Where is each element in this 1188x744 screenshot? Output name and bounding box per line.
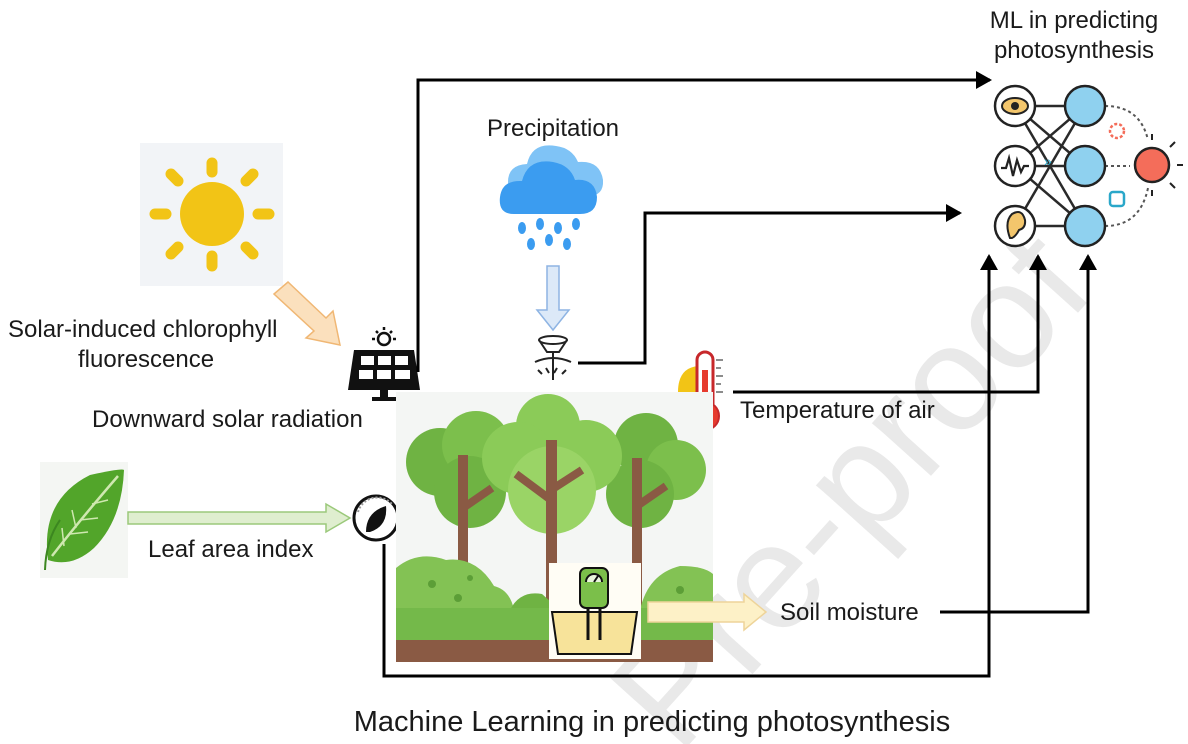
svg-text:»: » <box>1044 153 1052 169</box>
downward-solar-radiation-label: Downward solar radiation <box>92 406 363 433</box>
temperature-to-ml-arrow <box>733 254 1047 394</box>
connector-arrows <box>382 71 1097 678</box>
sun-icon <box>140 143 283 286</box>
ml-title: ML in predicting <box>990 7 1159 34</box>
leaf-icon <box>40 462 128 578</box>
solar-panel-icon <box>348 327 420 401</box>
sif-label-line2: fluorescence <box>78 346 214 373</box>
soil-moisture-arrow <box>647 592 768 632</box>
rain-gauge-icon <box>534 335 572 380</box>
soil-moisture-sensor-icon <box>549 563 641 659</box>
neural-network-icon: » <box>993 84 1183 248</box>
solar-to-ml-arrow <box>416 71 992 372</box>
ml-title-line2: photosynthesis <box>994 37 1154 64</box>
lai-to-ml-arrow <box>382 254 998 678</box>
precipitation-arrow <box>535 265 571 332</box>
leaf-meter-icon <box>352 494 400 542</box>
lai-arrow <box>127 502 352 534</box>
rain-cloud-icon <box>499 145 604 250</box>
lai-label: Leaf area index <box>148 536 313 563</box>
sif-label: Solar-induced chlorophyll <box>8 316 277 343</box>
precipitation-label: Precipitation <box>487 115 619 142</box>
temperature-label: Temperature of air <box>740 397 935 424</box>
soil-moisture-label: Soil moisture <box>780 599 919 626</box>
precipitation-to-ml-arrow <box>578 204 962 365</box>
sif-arrow <box>272 280 341 346</box>
diagram-caption: Machine Learning in predicting photosynt… <box>354 706 950 738</box>
